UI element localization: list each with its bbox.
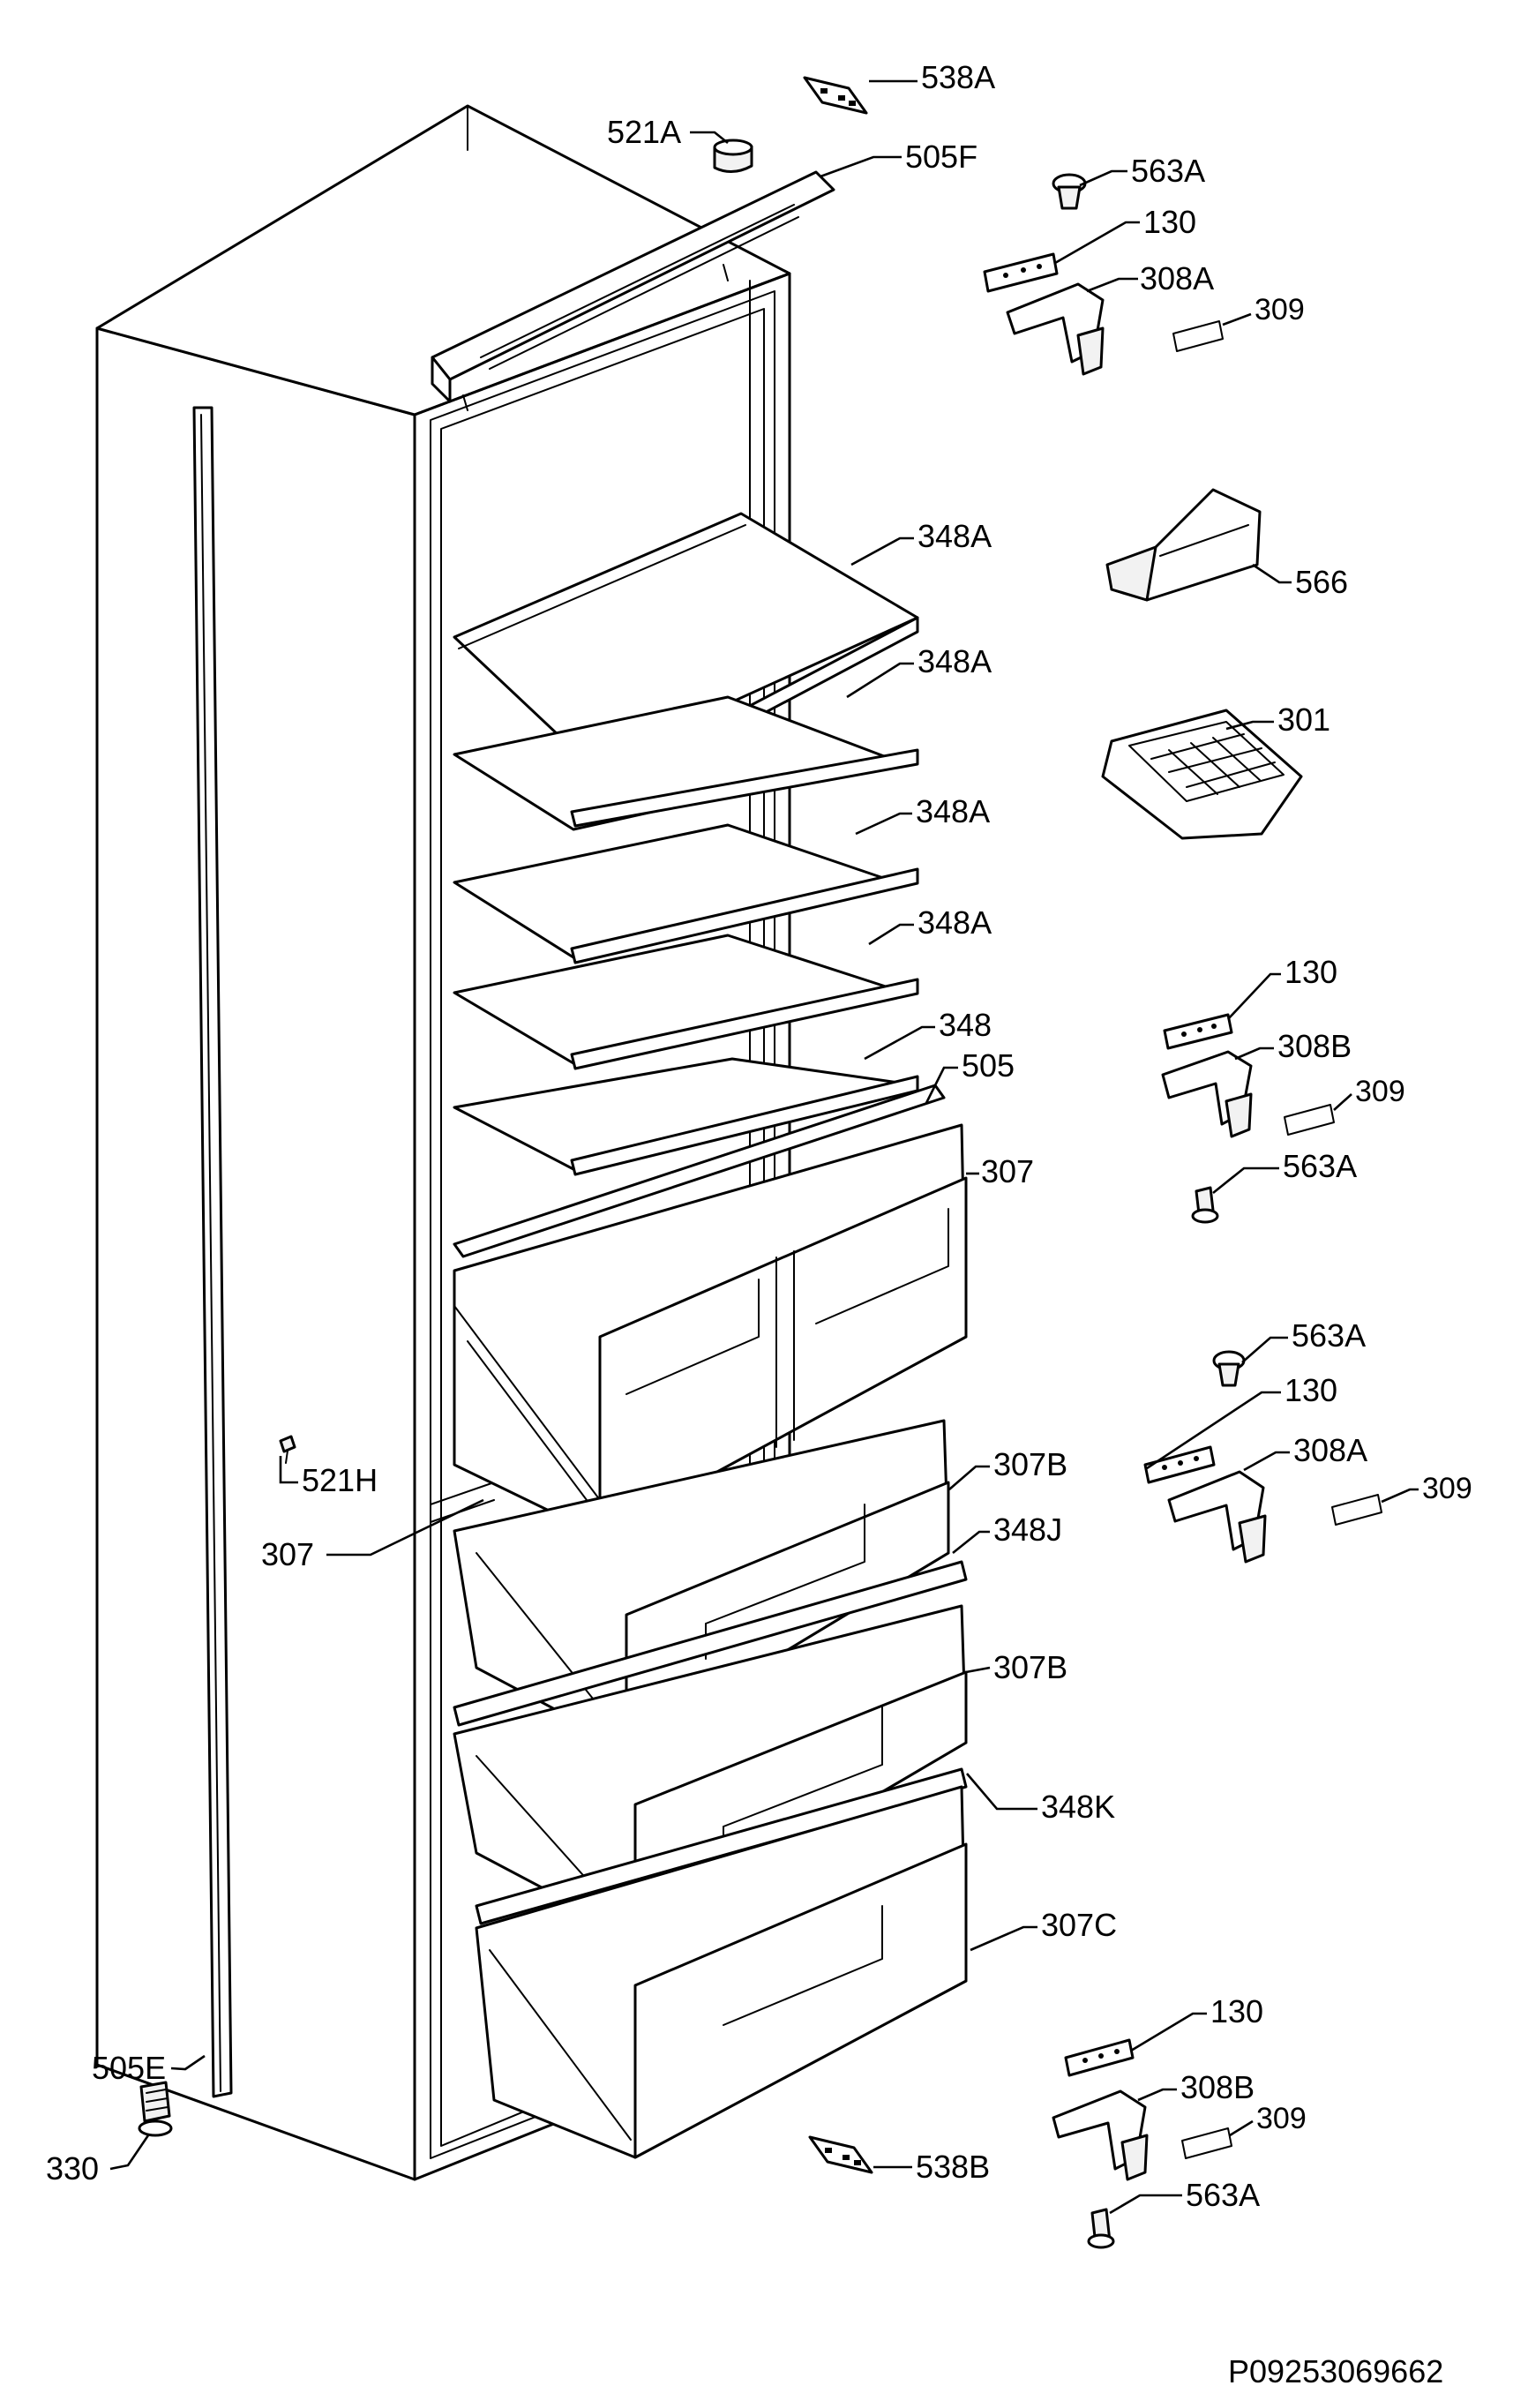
screw-521h-icon bbox=[279, 1435, 296, 1464]
label-348a-4: 348A bbox=[918, 904, 992, 941]
label-348a-1: 348A bbox=[918, 518, 992, 554]
part-538a-icon bbox=[803, 76, 868, 115]
label-309-3: 309 bbox=[1422, 1472, 1472, 1505]
label-308a-1: 308A bbox=[1140, 260, 1214, 296]
label-348a-3: 348A bbox=[916, 793, 990, 829]
pin-563a-3-icon bbox=[1212, 1350, 1246, 1387]
pin-563a-2-icon bbox=[1191, 1186, 1219, 1224]
label-130-2: 130 bbox=[1285, 954, 1337, 990]
glass-348k bbox=[475, 1767, 968, 1925]
label-130-1: 130 bbox=[1143, 204, 1196, 240]
part-labels: 538A 521A 505F 563A 130 308A 309 348A 56… bbox=[46, 59, 1472, 2213]
label-309-4: 309 bbox=[1256, 2102, 1307, 2135]
label-563a-3: 563A bbox=[1292, 1317, 1366, 1354]
label-307-right: 307 bbox=[981, 1153, 1034, 1189]
glass-shelf-348a-3 bbox=[453, 823, 919, 964]
pin-563a-1-icon bbox=[1052, 173, 1087, 210]
glass-shelf-348a-4 bbox=[453, 934, 919, 1070]
label-330: 330 bbox=[46, 2150, 99, 2187]
label-538b: 538B bbox=[916, 2149, 990, 2185]
tag-309-3-icon bbox=[1331, 1494, 1382, 1526]
hinge-308b-1-icon bbox=[1161, 1050, 1253, 1138]
label-348j: 348J bbox=[993, 1512, 1062, 1548]
label-307b-1: 307B bbox=[993, 1446, 1067, 1482]
leader-lines bbox=[109, 79, 1419, 2215]
label-301: 301 bbox=[1277, 701, 1330, 738]
pin-563a-4-icon bbox=[1087, 2208, 1115, 2249]
tag-309-1-icon bbox=[1172, 320, 1224, 352]
fridge-cabinet bbox=[95, 104, 791, 2181]
document-id: P09253069662 bbox=[1228, 2353, 1443, 2389]
top-rail-505f bbox=[431, 170, 835, 411]
label-308b-2: 308B bbox=[1180, 2069, 1255, 2105]
plate-130-1-icon bbox=[983, 252, 1059, 293]
label-563a-2: 563A bbox=[1283, 1148, 1357, 1184]
label-307b-2: 307B bbox=[993, 1649, 1067, 1685]
label-348k: 348K bbox=[1041, 1789, 1115, 1825]
label-130-3: 130 bbox=[1285, 1372, 1337, 1408]
plate-130-2-icon bbox=[1163, 1013, 1233, 1050]
glass-shelf-348a-2 bbox=[453, 695, 919, 831]
label-348: 348 bbox=[939, 1007, 992, 1043]
plate-130-3-icon bbox=[1143, 1445, 1216, 1484]
label-308a-2: 308A bbox=[1293, 1432, 1367, 1468]
label-307-left: 307 bbox=[261, 1536, 314, 1572]
label-538a-top: 538A bbox=[921, 59, 995, 95]
label-521a: 521A bbox=[607, 114, 681, 150]
label-566: 566 bbox=[1295, 564, 1348, 600]
ice-scoop-566-icon bbox=[1105, 488, 1262, 602]
label-130-4: 130 bbox=[1210, 1993, 1263, 2029]
label-309-1: 309 bbox=[1255, 293, 1305, 326]
label-505: 505 bbox=[962, 1047, 1015, 1084]
label-309-2: 309 bbox=[1355, 1075, 1405, 1108]
adjustable-foot-330-icon bbox=[138, 2081, 173, 2137]
drawer-307c bbox=[475, 1785, 968, 2159]
tag-309-4-icon bbox=[1181, 2127, 1232, 2159]
plate-130-4-icon bbox=[1064, 2038, 1135, 2077]
label-505e: 505E bbox=[92, 2050, 166, 2086]
tag-309-2-icon bbox=[1284, 1104, 1335, 1136]
label-505f: 505F bbox=[905, 139, 977, 175]
label-307c: 307C bbox=[1041, 1907, 1117, 1943]
part-521a-icon bbox=[713, 139, 753, 173]
hinge-308b-2-icon bbox=[1052, 2089, 1149, 2181]
hinge-308a-1-icon bbox=[1006, 282, 1105, 376]
part-538b-icon bbox=[808, 2135, 873, 2174]
glass-shelf-348 bbox=[453, 1057, 919, 1176]
label-563a-4: 563A bbox=[1186, 2177, 1260, 2213]
label-563a-1: 563A bbox=[1131, 153, 1205, 189]
ice-tray-301-icon bbox=[1101, 709, 1303, 840]
label-348a-2: 348A bbox=[918, 643, 992, 679]
glass-348j bbox=[453, 1560, 968, 1727]
label-521h: 521H bbox=[302, 1462, 378, 1498]
drawer-307 bbox=[453, 1123, 968, 1537]
hinge-308a-2-icon bbox=[1167, 1470, 1267, 1564]
label-308b-1: 308B bbox=[1277, 1028, 1352, 1064]
